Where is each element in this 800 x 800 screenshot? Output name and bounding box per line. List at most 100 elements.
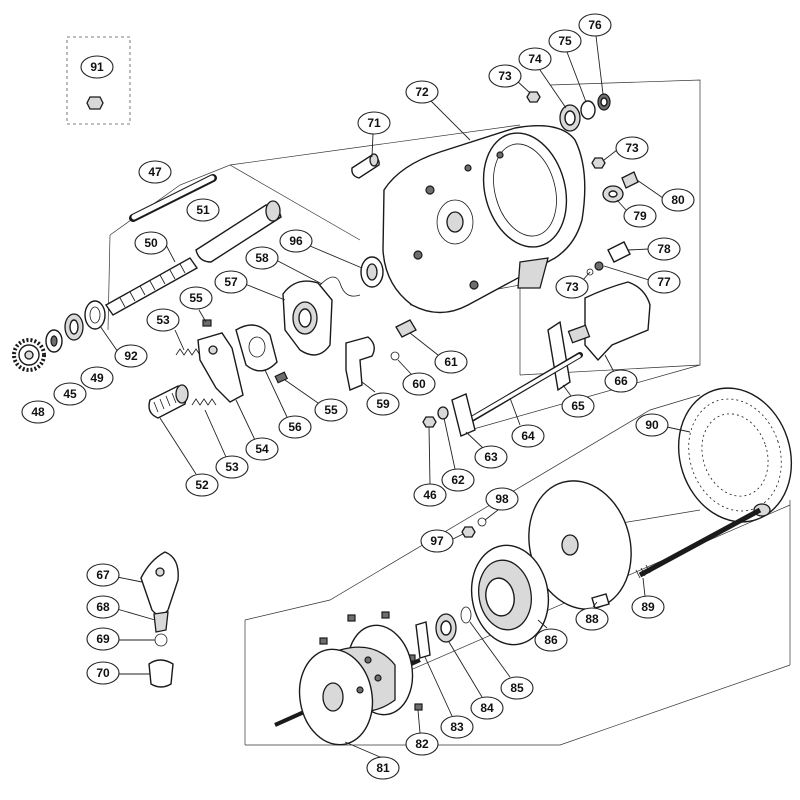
part-56-bracket [235,324,278,372]
part-85-ring [460,606,472,624]
part-48-pinion-gear [12,338,46,372]
callout-45: 45 [53,382,87,406]
callout-98: 98 [484,487,519,521]
svg-text:73: 73 [498,69,512,83]
callout-57: 57 [214,270,286,301]
svg-text:50: 50 [144,236,158,250]
part-64-shaft [467,352,583,423]
svg-text:70: 70 [96,666,110,680]
part-90-drag-disc [677,387,793,523]
svg-text:56: 56 [288,420,302,434]
callout-70: 70 [86,661,150,685]
svg-text:96: 96 [289,234,303,248]
callout-52: 52 [159,417,219,497]
callout-88: 88 [575,601,609,631]
callout-60: 60 [397,359,436,396]
callout-55-upper: 55 [179,286,213,323]
svg-text:46: 46 [423,488,437,502]
part-50-worm-shaft [104,257,199,316]
part-86-drag-gear [470,544,550,646]
svg-text:82: 82 [415,737,429,751]
callout-68: 68 [86,595,156,621]
svg-text:45: 45 [63,387,77,401]
callout-69: 69 [86,627,155,651]
svg-text:68: 68 [96,600,110,614]
svg-text:77: 77 [657,275,671,289]
callout-62: 62 [441,417,475,492]
svg-text:67: 67 [96,568,110,582]
part-45-bushing [45,329,63,353]
svg-text:55: 55 [324,403,338,417]
callout-63: 63 [465,431,508,469]
callout-73-mid: 73 [603,136,649,161]
callout-53-upper: 53 [146,308,185,351]
svg-text:88: 88 [585,612,599,626]
svg-text:69: 69 [96,632,110,646]
svg-text:90: 90 [645,418,659,432]
part-88-spool-disc [528,480,632,610]
svg-text:53: 53 [156,313,170,327]
svg-text:54: 54 [255,442,269,456]
svg-text:80: 80 [671,193,685,207]
svg-text:53: 53 [225,460,239,474]
part-58-spring-wire [319,276,361,297]
callout-58: 58 [245,246,323,285]
part-71-pin [351,153,380,179]
part-92-washer [84,300,106,330]
part-51-sleeve [195,200,282,263]
part-66-handle [567,281,651,362]
callout-89: 89 [631,577,665,619]
svg-text:72: 72 [415,85,429,99]
svg-text:91: 91 [90,60,104,74]
callout-81: 81 [344,741,400,780]
svg-text:63: 63 [484,450,498,464]
part-52-knob-screw [148,384,189,419]
callout-73-low: 73 [555,271,591,299]
callouts: 91 47 51 50 92 49 45 48 [21,13,695,780]
svg-text:59: 59 [376,397,390,411]
svg-text:92: 92 [124,349,138,363]
part-60-clip [390,351,400,361]
callout-66: 66 [604,354,638,393]
callout-53-lower: 53 [204,409,249,479]
callout-86: 86 [534,619,568,652]
callout-67: 67 [86,563,143,587]
callout-59: 59 [361,381,400,416]
callout-64: 64 [509,397,545,448]
part-57-cam-plate [282,280,333,356]
svg-text:79: 79 [633,209,647,223]
callout-72: 72 [405,80,471,141]
svg-text:73: 73 [565,280,579,294]
callout-50: 50 [134,231,176,263]
callout-48: 48 [21,400,55,424]
part-83-key [415,621,431,659]
svg-text:98: 98 [495,492,509,506]
callout-49: 49 [80,366,114,390]
svg-text:71: 71 [367,116,381,130]
svg-text:48: 48 [31,405,45,419]
callout-92: 92 [99,325,148,368]
part-97-98-screw-washer [461,517,487,538]
svg-text:78: 78 [657,242,671,256]
part-59-clamp [345,336,375,391]
callout-65: 65 [561,384,595,418]
callout-96: 96 [279,229,363,269]
callout-55-lower: 55 [284,379,348,422]
part-53-springs [175,348,217,406]
svg-text:57: 57 [224,275,238,289]
callout-82: 82 [405,709,439,756]
callout-56: 56 [264,369,312,439]
svg-text:62: 62 [451,473,465,487]
callout-51: 51 [186,198,220,222]
callout-77: 77 [603,265,681,294]
part-84-bearing [435,613,457,643]
part-89-shaft [635,507,762,579]
svg-text:52: 52 [195,478,209,492]
svg-text:76: 76 [588,18,602,32]
callout-83: 83 [424,656,474,739]
callout-46: 46 [413,426,447,507]
part-54-pawl-holder [197,332,244,403]
svg-text:89: 89 [641,600,655,614]
part-74-75-76-bearings [526,91,611,132]
